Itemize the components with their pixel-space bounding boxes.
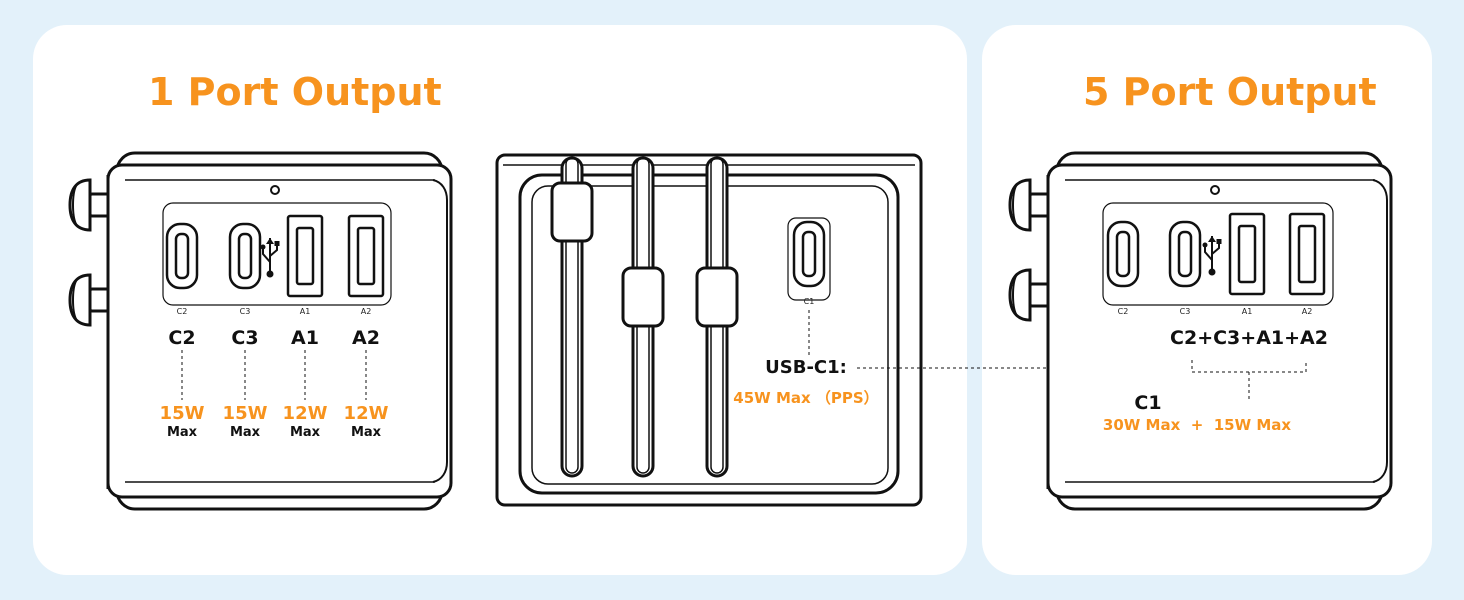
combo-label: C2+C3+A1+A2 [1170,327,1328,349]
output-watt-c2: 15W [159,403,205,424]
title-five-port-output: 5 Port Output [1083,70,1377,114]
left-charger-body [68,151,453,511]
slider-knob-3 [695,266,739,328]
port-a1-right [1228,212,1266,296]
output-max-c3: Max [229,425,261,440]
slider-knob-2 [621,266,665,328]
port-label-c3-right: C3 [1179,307,1191,316]
port-label-a2-right: A2 [1301,307,1313,316]
output-watt-c3: 15W [222,403,268,424]
slider-knob-1 [550,181,594,243]
output-port-c3: C3 [231,327,259,349]
port-label-c2: C2 [176,307,188,316]
port-a2-right [1288,212,1326,296]
title-one-port-output: 1 Port Output [148,70,442,114]
output-watt-a1: 12W [282,403,328,424]
output-port-c2: C2 [168,327,196,349]
output-max-c2: Max [166,425,198,440]
port-label-c1: C1 [803,297,815,306]
port-c3-right [1168,220,1202,288]
port-label-a2: A2 [360,307,372,316]
output-max-a2: Max [350,425,382,440]
c1-label-right: C1 [1134,392,1162,414]
port-label-c2-right: C2 [1117,307,1129,316]
output-max-a1: Max [289,425,321,440]
output-port-a2: A2 [352,327,380,349]
middle-charger-body [495,153,1151,507]
combo-spec: 30W Max + 15W Max [1102,416,1292,434]
right-charger-body [1008,151,1393,511]
usb-c1-label: USB-C1: [765,357,847,378]
port-a2 [347,214,385,298]
port-c2 [165,222,199,290]
port-c3 [228,222,262,290]
port-label-c3: C3 [239,307,251,316]
port-c1 [792,220,826,288]
port-label-a1-right: A1 [1241,307,1253,316]
port-c2-right [1106,220,1140,288]
output-port-a1: A1 [291,327,319,349]
port-label-a1: A1 [299,307,311,316]
usb-c1-spec: 45W Max （PPS） [733,389,879,407]
output-watt-a2: 12W [343,403,389,424]
port-a1 [286,214,324,298]
